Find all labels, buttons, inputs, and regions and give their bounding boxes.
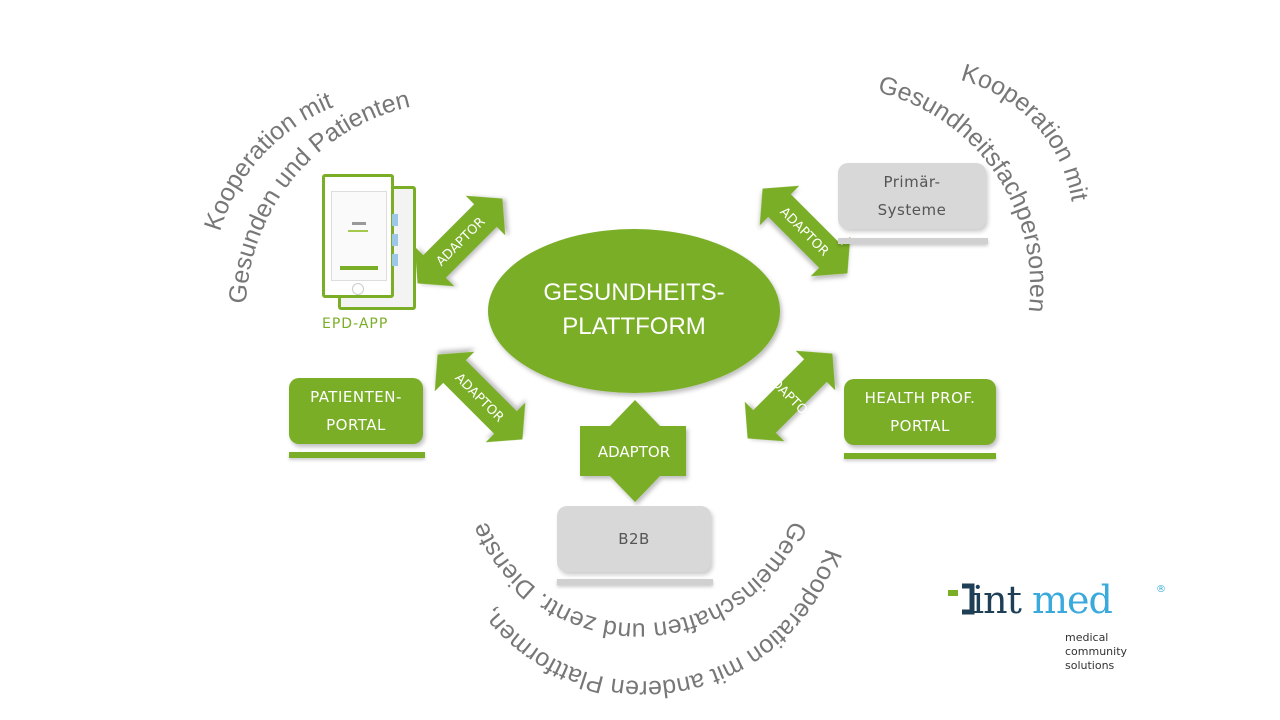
b2b-label: B2B	[618, 530, 650, 548]
intmed-logo-name: int med	[972, 578, 1113, 622]
health-prof-portal-line2: PORTAL	[890, 417, 950, 435]
platform-title-line2: PLATTFORM	[562, 313, 706, 340]
phone-screen-text	[348, 230, 368, 232]
health-prof-portal-line1: HEALTH PROF.	[864, 389, 976, 407]
patienten-portal-line1: PATIENTEN-	[310, 388, 402, 406]
platform-ellipse	[488, 229, 780, 393]
phone-front-frame	[322, 174, 394, 298]
intmed-logo-tagline: medical community solutions	[1065, 631, 1127, 673]
intmed-logo-registered: ®	[1156, 584, 1166, 595]
intmed-logo: int med ® medical community solutions	[948, 578, 1178, 688]
phone-screen	[331, 191, 387, 281]
patienten-portal-base	[289, 452, 425, 458]
phone-side-tab-2	[392, 234, 398, 246]
epd-app-label: EPD-APP	[322, 316, 389, 332]
intmed-logo-name-part2: med	[1032, 578, 1113, 622]
tagline-line1: medical	[1065, 631, 1109, 644]
health-prof-portal-box: HEALTH PROF. PORTAL	[844, 379, 996, 445]
tagline-line3: solutions	[1065, 659, 1115, 672]
tagline-line2: community	[1065, 645, 1128, 658]
primaer-systeme-box: Primär- Systeme	[838, 163, 986, 229]
intmed-logo-mark	[948, 583, 975, 615]
phone-screen-button	[340, 266, 378, 270]
patienten-portal-line2: PORTAL	[326, 416, 386, 434]
phone-side-tab-3	[392, 254, 398, 266]
epd-app-phone-image	[322, 174, 416, 310]
adaptor-arrow-b2b: ADAPTOR	[580, 400, 686, 502]
b2b-base	[557, 579, 713, 585]
adaptor-label-b2b: ADAPTOR	[598, 443, 670, 461]
intmed-logo-name-part1: int	[972, 578, 1022, 622]
primaer-systeme-line2: Systeme	[877, 201, 947, 219]
primaer-systeme-base	[838, 238, 988, 244]
phone-side-tab-1	[392, 214, 398, 226]
health-prof-portal-base	[844, 453, 996, 459]
adaptor-arrow-health: ADAPTOR	[744, 350, 836, 442]
phone-screen-logo	[352, 222, 366, 225]
b2b-box: B2B	[557, 506, 711, 572]
primaer-systeme-line1: Primär-	[883, 173, 941, 191]
patienten-portal-box: PATIENTEN- PORTAL	[289, 378, 423, 444]
phone-home-button	[352, 283, 364, 295]
platform-title-line1: GESUNDHEITS-	[543, 279, 724, 306]
